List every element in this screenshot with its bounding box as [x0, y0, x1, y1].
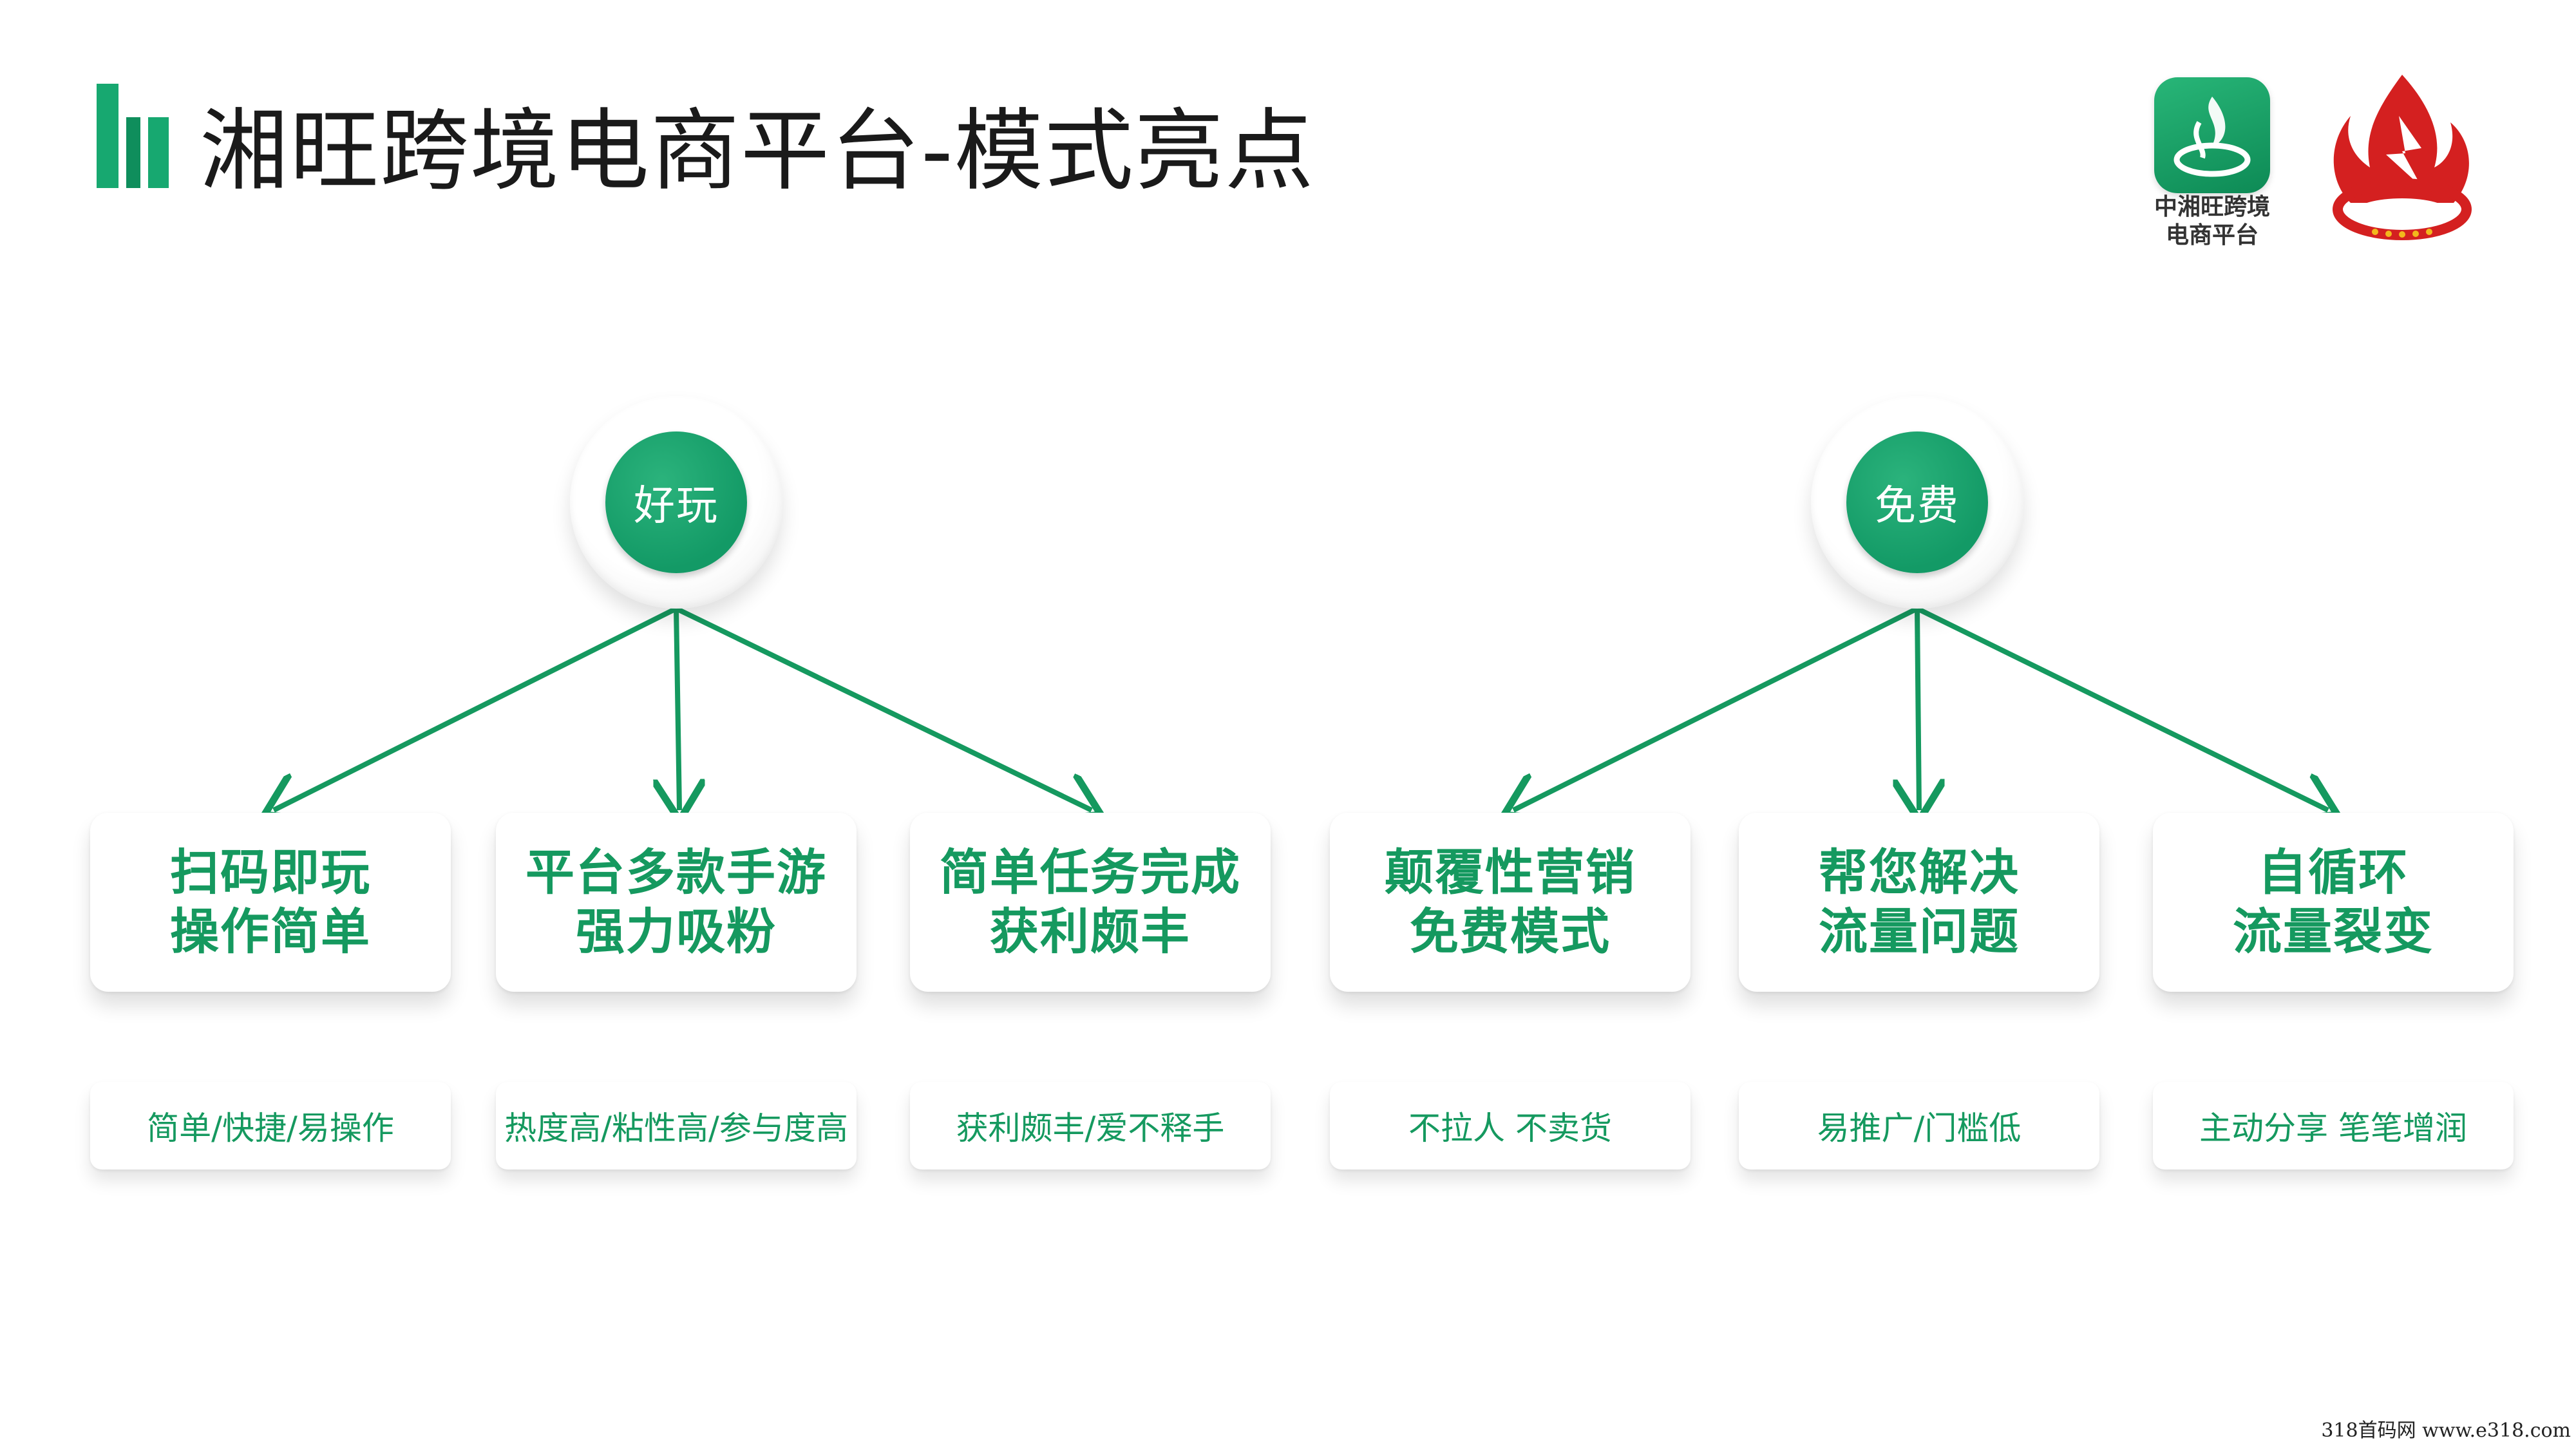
title-bars-icon	[97, 84, 169, 188]
logo-caption-line1: 中湘旺跨境	[2154, 194, 2270, 220]
card-traffic-solution: 帮您解决 流量问题	[1739, 813, 2099, 992]
card-line: 帮您解决	[1819, 844, 2020, 901]
flame-emblem-icon	[2333, 75, 2472, 240]
arrow-hub2-card5	[1917, 608, 1919, 810]
card-line: 简单任务完成	[940, 844, 1241, 901]
card-line: 强力吸粉	[576, 903, 777, 960]
app-logo-icon	[2154, 77, 2270, 193]
card-line: 平台多款手游	[526, 844, 827, 901]
hub-free: 免费	[1811, 396, 2023, 609]
card-line: 操作简单	[170, 903, 371, 960]
hub-fun-label: 好玩	[605, 431, 747, 573]
card-line: 获利颇丰	[990, 903, 1191, 960]
watermark: 318首码网 www.e318.com	[2321, 1419, 2571, 1442]
card-disruptive-marketing: 颠覆性营销 免费模式	[1330, 813, 1690, 992]
card-line: 颠覆性营销	[1385, 844, 1636, 901]
card-line: 自循环	[2258, 844, 2409, 901]
arrow-hub1-card2	[676, 608, 679, 810]
sub-label-2: 热度高/粘性高/参与度高	[496, 1082, 857, 1170]
arrow-hub2-card6	[1916, 606, 2328, 810]
sub-label-6: 主动分享 笔笔增润	[2153, 1082, 2514, 1170]
card-line: 扫码即玩	[170, 844, 371, 901]
page-title: 湘旺跨境电商平台-模式亮点	[200, 99, 1315, 203]
card-line: 流量问题	[1819, 903, 2020, 960]
sub-label-3: 获利颇丰/爱不释手	[910, 1082, 1271, 1170]
sub-label-4: 不拉人 不卖货	[1330, 1082, 1690, 1170]
arrow-hub1-card1	[274, 606, 677, 810]
arrow-hub2-card4	[1513, 606, 1918, 810]
arrow-hub1-card3	[675, 606, 1092, 810]
card-mobile-games: 平台多款手游 强力吸粉	[496, 813, 857, 992]
sub-label-5: 易推广/门槛低	[1739, 1082, 2099, 1170]
card-simple-tasks: 简单任务完成 获利颇丰	[910, 813, 1271, 992]
logo-caption-line2: 电商平台	[2165, 222, 2259, 249]
card-line: 流量裂变	[2233, 903, 2434, 960]
sub-label-1: 简单/快捷/易操作	[90, 1082, 451, 1170]
hub-free-label: 免费	[1846, 431, 1988, 573]
card-scan-to-play: 扫码即玩 操作简单	[90, 813, 451, 992]
card-line: 免费模式	[1410, 903, 1611, 960]
hub-fun: 好玩	[570, 396, 782, 609]
card-self-cycle: 自循环 流量裂变	[2153, 813, 2514, 992]
